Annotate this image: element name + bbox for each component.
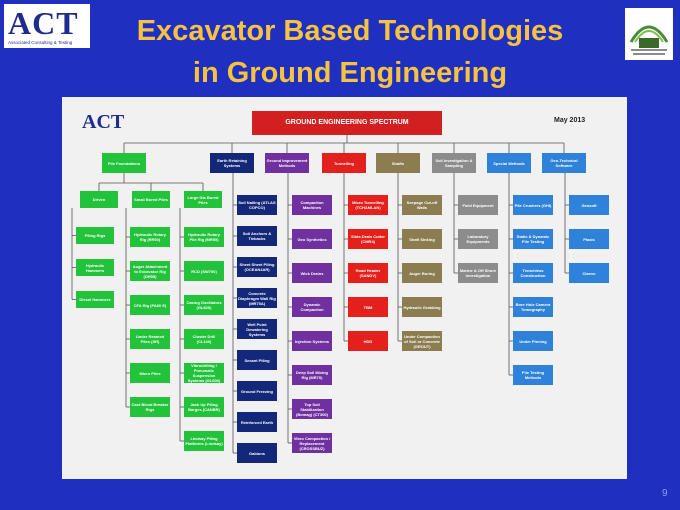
- geo_software-item-0: Geosoft: [569, 195, 609, 215]
- tunnelling-item-4: HDD: [348, 331, 388, 351]
- ground_improvement-item-7: Vibro Compaction / Replacement (CROSSBUZ…: [292, 433, 332, 453]
- pile_small_bored-item-3: Under Reamed Piles (SR): [130, 329, 170, 349]
- earth_retaining-item-2: Sheet Sheet Piling (OCEAN4AR): [237, 257, 277, 277]
- shafts-item-4: Under Compaction of Soil or Concrete (GR…: [402, 331, 442, 351]
- ground_improvement-item-3: Dynamic Compaction: [292, 297, 332, 317]
- shafts-item-0: Seepage Cut-off Walls: [402, 195, 442, 215]
- tunnelling-item-2: Road Header (SANDV): [348, 263, 388, 283]
- category-0: Pile Foundations: [102, 153, 146, 173]
- pile_large_dia-item-2: Casing Oscillators (GL820): [184, 295, 224, 315]
- pile_small_bored-item-2: CFA Rig (PA60 E): [130, 295, 170, 315]
- earth_retaining-item-1: Soil Anchors & Tiebacks: [237, 226, 277, 246]
- soil_investigation-item-0: Field Equipment: [458, 195, 498, 215]
- act-logo: ACT Associated Consulting & Testing: [4, 4, 90, 48]
- shafts-item-1: Shaft Sinking: [402, 229, 442, 249]
- pile-subgroup-0: Driven: [80, 191, 118, 208]
- special_methods-item-2: Trenchless Construction: [513, 263, 553, 283]
- pile_large_dia-item-0: Hydraulic Rotary Pile Rig (MR55): [184, 227, 224, 247]
- pile_large_dia-item-6: Lindsay Piling Platforms (Lindsay): [184, 431, 224, 451]
- soil_investigation-item-2: Marine & Off Shore Investigation: [458, 263, 498, 283]
- pile_small_bored-item-5: Cast Blend Breaker Rigs: [130, 397, 170, 417]
- chart-date: May 2013: [554, 117, 586, 124]
- earth_retaining-item-3: Concrete Diaphragm Wall Rig (MR75A): [237, 288, 277, 308]
- pile_small_bored-item-1: Auger Attachment to Excavator Rig (DR55): [130, 261, 170, 281]
- pile_driven-item-1: Hydraulic Hammers: [76, 259, 114, 276]
- category-6: Special Methods: [487, 153, 531, 173]
- ground_improvement-item-5: Deep Soil Mixing Rig (MR70): [292, 365, 332, 385]
- category-1: Earth Retaining Systems: [210, 153, 254, 173]
- category-5: Soil Investigation & Sampling: [432, 153, 476, 173]
- special_methods-item-5: Pile Testing Methods: [513, 365, 553, 385]
- slide-title: Excavator Based Technologies in Ground E…: [100, 10, 600, 94]
- ground_improvement-item-0: Compaction Machines: [292, 195, 332, 215]
- pile_driven-item-2: Diesel Hammers: [76, 291, 114, 308]
- earth_retaining-item-7: Reinforced Earth: [237, 412, 277, 432]
- earth_retaining-item-4: Well Point Dewatering Systems: [237, 319, 277, 339]
- pile_small_bored-item-0: Hydraulic Rotary Rig (RR50): [130, 227, 170, 247]
- pile-subgroup-2: Large Dia Bored Piles: [184, 191, 222, 208]
- page-number: 9: [662, 488, 668, 499]
- university-emblem: [625, 8, 673, 60]
- special_methods-item-4: Under Pinning: [513, 331, 553, 351]
- pile_large_dia-item-5: Jack Up Piling Barges (CANBR): [184, 397, 224, 417]
- pile_small_bored-item-4: Micro Piles: [130, 363, 170, 383]
- pile_large_dia-item-4: Vibrodrilling / Pneumatic Suspension Sys…: [184, 363, 224, 383]
- pile-subgroup-1: Small Bored Piles: [132, 191, 170, 208]
- ground_improvement-item-1: Geo Synthetics: [292, 229, 332, 249]
- geo_software-item-1: Plaxis: [569, 229, 609, 249]
- earth_retaining-item-8: Gabions: [237, 443, 277, 463]
- ground_improvement-item-4: Injection Systems: [292, 331, 332, 351]
- pile_large_dia-item-1: RCD (SW700): [184, 261, 224, 281]
- ground-engineering-spectrum-chart: ACT GROUND ENGINEERING SPECTRUM May 2013…: [62, 97, 627, 479]
- logo-text: ACT: [8, 5, 79, 41]
- category-2: Ground Improvement Methods: [265, 153, 309, 173]
- tunnelling-item-3: TBM: [348, 297, 388, 317]
- category-7: Geo-Technical Software: [542, 153, 586, 173]
- earth_retaining-item-0: Soil Nailing (ATLAS COPCO): [237, 195, 277, 215]
- earth_retaining-item-5: Secant Piling: [237, 350, 277, 370]
- shafts-item-3: Hydraulic Grabbing: [402, 297, 442, 317]
- tunnelling-item-1: Slide-Drain Cutter (CMR4): [348, 229, 388, 249]
- pile_driven-item-0: Piling Rigs: [76, 227, 114, 244]
- special_methods-item-1: Static & Dynamic Pile Testing: [513, 229, 553, 249]
- earth_retaining-item-6: Ground Freezing: [237, 381, 277, 401]
- emblem-icon: [629, 25, 669, 55]
- soil_investigation-item-1: Laboratory Equipments: [458, 229, 498, 249]
- special_methods-item-0: Pile Crushers (GHI): [513, 195, 553, 215]
- connector-lines: [71, 135, 569, 454]
- title-line-1: Excavator Based Technologies: [136, 15, 564, 47]
- pile_large_dia-item-3: Cluster Drill (CL140): [184, 329, 224, 349]
- category-3: Tunnelling: [322, 153, 366, 173]
- title-line-2: in Ground Engineering: [192, 57, 508, 89]
- shafts-item-2: Auger Boring: [402, 263, 442, 283]
- ground_improvement-item-6: Top Soil Stabilization (Bomag) (CT300): [292, 399, 332, 419]
- category-4: Shafts: [376, 153, 420, 173]
- chart-title: GROUND ENGINEERING SPECTRUM: [252, 111, 442, 135]
- logo-subtitle: Associated Consulting & Testing: [8, 40, 73, 45]
- geo_software-item-2: Claeve: [569, 263, 609, 283]
- chart-logo: ACT: [82, 111, 125, 133]
- ground_improvement-item-2: Wick Drains: [292, 263, 332, 283]
- special_methods-item-3: Bore Hole Camera Tomography: [513, 297, 553, 317]
- tunnelling-item-0: Micro Tunnelling (TCHAMLAN): [348, 195, 388, 215]
